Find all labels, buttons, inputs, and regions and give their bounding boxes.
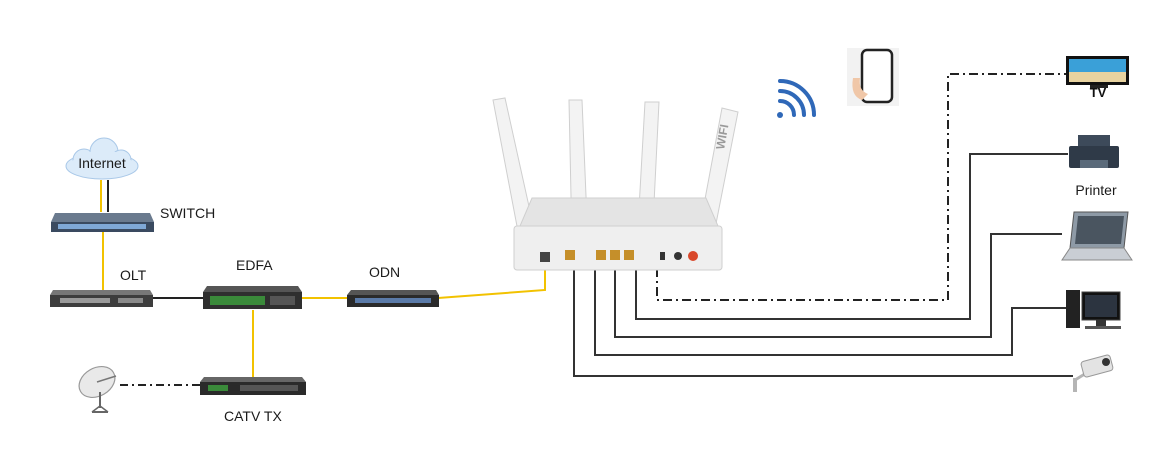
link-router-camera [573, 268, 1073, 377]
internet-cloud-icon [65, 137, 139, 180]
wifi-signal-icon [777, 79, 816, 118]
smartphone-icon [847, 48, 899, 106]
olt-label: OLT [120, 267, 147, 283]
router-lan-port-2 [610, 250, 620, 260]
switch-device-icon [51, 213, 154, 232]
router-wan-port [565, 250, 575, 260]
link-router-tv [656, 73, 1066, 301]
link-router-printer [635, 153, 1068, 320]
catv-tx-label: CATV TX [224, 408, 282, 424]
router-lan-port-1 [596, 250, 606, 260]
tv-label: TV [1090, 85, 1107, 100]
security-camera-icon [1073, 354, 1114, 392]
wifi-antenna-label: WIFI [713, 123, 731, 150]
odn-device-icon [347, 290, 439, 307]
satellite-dish-icon [78, 365, 117, 413]
printer-label: Printer [1075, 182, 1117, 198]
desktop-pc-icon [1066, 290, 1121, 329]
tv-icon [1066, 56, 1129, 88]
router-lan-port-3 [624, 250, 634, 260]
link-router-laptop [614, 233, 1062, 338]
edfa-device-icon [203, 286, 302, 309]
internet-label: Internet [78, 155, 126, 171]
router-power-jack [674, 252, 682, 260]
catv-tx-device-icon [200, 377, 306, 395]
laptop-icon [1061, 211, 1133, 261]
link-router-pc [594, 268, 1066, 356]
router-power-button [688, 251, 698, 261]
printer-icon [1069, 135, 1119, 168]
olt-device-icon [50, 290, 153, 307]
switch-label: SWITCH [160, 205, 215, 221]
connection-lines [100, 73, 1073, 386]
router-usb-port [660, 252, 665, 260]
link-odn-router [437, 267, 546, 299]
edfa-label: EDFA [236, 257, 273, 273]
router-pon-port [540, 252, 550, 262]
odn-label: ODN [369, 264, 400, 280]
wifi-router-device: WIFI [492, 97, 739, 271]
